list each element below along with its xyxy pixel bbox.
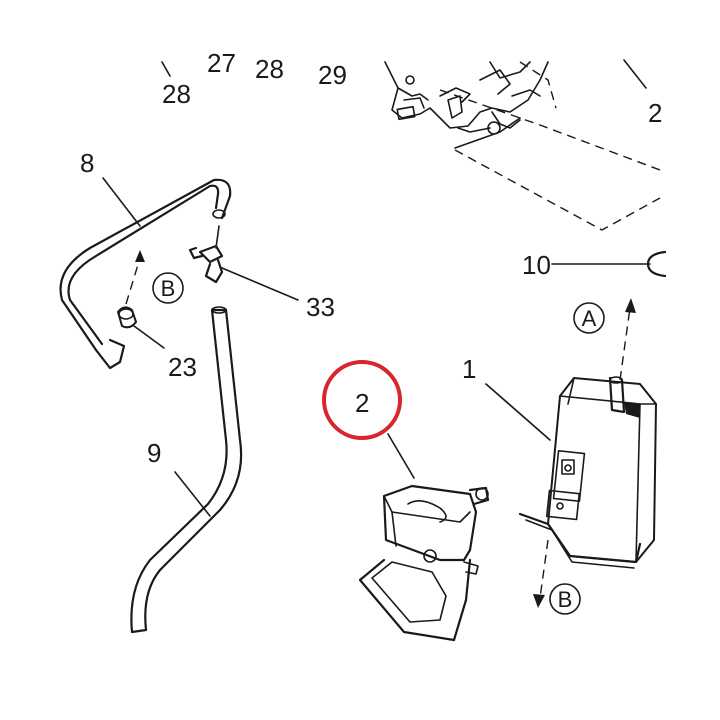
connector-b-left: B xyxy=(152,272,184,304)
pipe-part-8 xyxy=(59,178,232,370)
connector-a-label: A xyxy=(582,306,597,331)
bracket-part-2 xyxy=(358,484,490,642)
label-2-top-right: 2 xyxy=(648,98,662,128)
arrow-a xyxy=(619,298,636,381)
clamp-part-23 xyxy=(117,306,137,329)
leader-9 xyxy=(174,471,211,517)
canister-part-1 xyxy=(518,376,657,569)
label-33: 33 xyxy=(306,292,335,322)
leader-2-top-right xyxy=(623,59,647,89)
connector-b-bottom-label: B xyxy=(558,587,573,612)
label-10: 10 xyxy=(522,250,551,280)
label-28-top: 28 xyxy=(255,54,284,84)
hose-part-9 xyxy=(130,306,243,634)
connector-b-left-label: B xyxy=(161,276,176,301)
arrow-b-bottom xyxy=(533,539,549,608)
fitting-part-33 xyxy=(188,225,224,284)
label-23: 23 xyxy=(168,352,197,382)
leader-8 xyxy=(102,177,141,227)
mounting-bracket-assembly xyxy=(384,61,661,231)
label-27-top: 27 xyxy=(207,48,236,78)
highlight-circle xyxy=(322,360,402,440)
leader-1 xyxy=(485,383,551,441)
label-2: 2 xyxy=(355,388,369,418)
label-8: 8 xyxy=(80,148,94,178)
leader-23 xyxy=(133,325,165,349)
connector-b-bottom: B xyxy=(549,583,581,615)
leader-33 xyxy=(221,267,299,301)
leader-28-top-left xyxy=(161,61,171,77)
label-28-top-left: 28 xyxy=(162,79,191,109)
connector-a: A xyxy=(573,302,605,334)
label-1: 1 xyxy=(462,354,476,384)
grommet-part-10 xyxy=(646,250,667,278)
label-29-top: 29 xyxy=(318,60,347,90)
arrow-b-left xyxy=(125,250,145,305)
leader-2 xyxy=(387,433,415,479)
label-9: 9 xyxy=(147,438,161,468)
